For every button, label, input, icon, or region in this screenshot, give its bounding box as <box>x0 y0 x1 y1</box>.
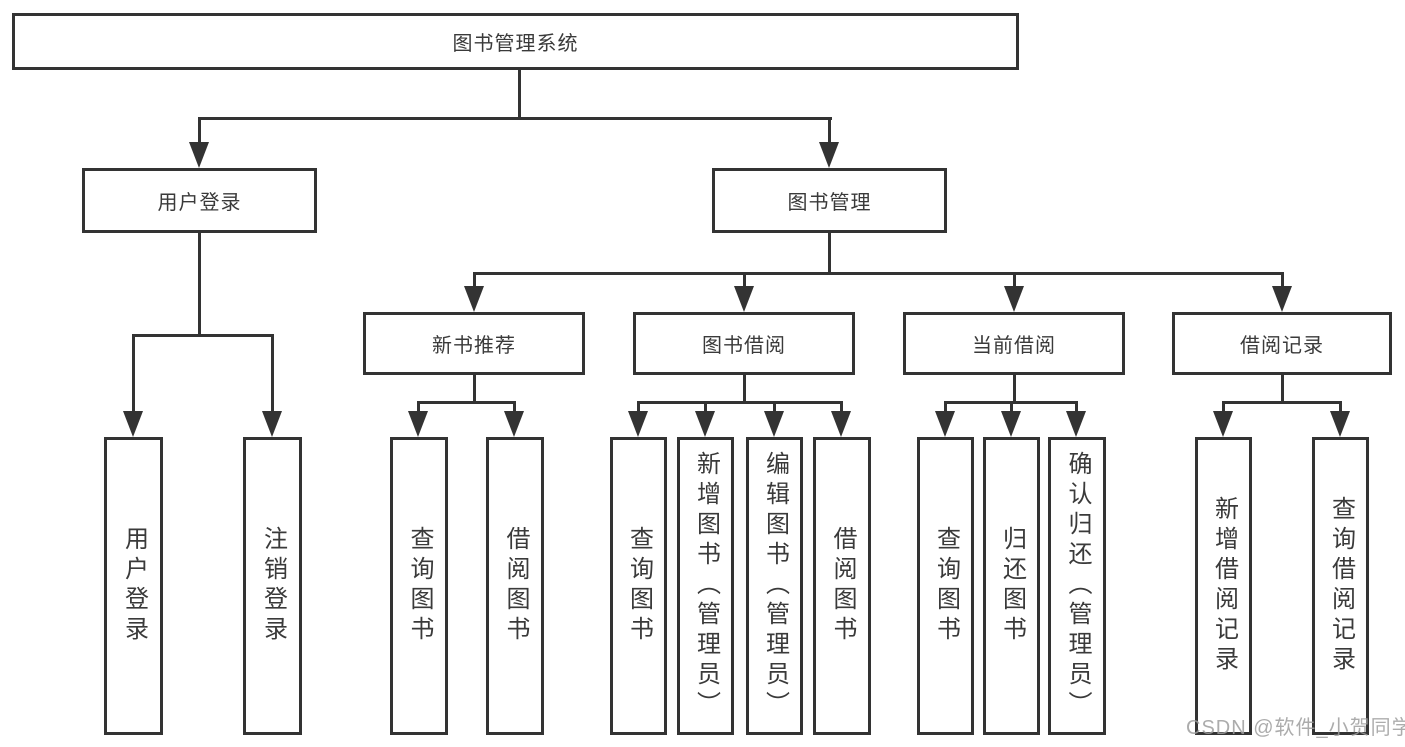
connector-vline <box>743 272 746 292</box>
node-book-management: 图书管理 <box>712 168 947 233</box>
arrow-down-icon <box>819 142 839 168</box>
leaf-label: 新增图书（管理员） <box>692 451 720 721</box>
leaf-edit-books-admin: 编辑图书（管理员） <box>746 437 803 735</box>
leaf-label: 借阅图书 <box>829 526 856 646</box>
arrow-down-icon <box>123 411 143 437</box>
connector-vline <box>473 375 476 404</box>
arrow-down-icon <box>1272 286 1292 312</box>
arrow-down-icon <box>408 411 428 437</box>
connector-vline <box>132 334 135 413</box>
leaf-return-books: 归还图书 <box>983 437 1040 735</box>
connector-vline <box>944 401 947 415</box>
connector-vline <box>1013 375 1016 404</box>
arrow-down-icon <box>189 142 209 168</box>
connector-hline <box>637 401 842 404</box>
connector-hline <box>1222 401 1341 404</box>
arrow-down-icon <box>831 411 851 437</box>
arrow-down-icon <box>695 411 715 437</box>
node-label: 图书管理 <box>787 192 872 214</box>
leaf-label: 借阅图书 <box>502 526 529 646</box>
connector-vline <box>518 70 521 120</box>
leaf-label: 查询图书 <box>932 526 960 646</box>
connector-hline <box>198 117 832 120</box>
connector-vline <box>271 334 274 413</box>
arrow-down-icon <box>935 411 955 437</box>
arrow-down-icon <box>1330 411 1350 437</box>
node-label: 图书借阅 <box>702 335 786 357</box>
arrow-down-icon <box>628 411 648 437</box>
connector-vline <box>417 401 420 415</box>
node-label: 用户登录 <box>157 192 242 214</box>
connector-vline <box>1013 272 1016 292</box>
leaf-logout: 注销登录 <box>243 437 302 735</box>
leaf-label: 注销登录 <box>259 526 287 646</box>
leaf-label: 新增借阅记录 <box>1210 496 1238 676</box>
node-current-borrowing: 当前借阅 <box>903 312 1125 375</box>
connector-vline <box>1010 401 1013 415</box>
connector-vline <box>1281 375 1284 404</box>
connector-vline <box>637 401 640 415</box>
leaf-label: 查询图书 <box>625 526 653 646</box>
node-label: 新书推荐 <box>432 335 516 357</box>
arrow-down-icon <box>1213 411 1233 437</box>
connector-vline <box>198 117 201 149</box>
connector-vline <box>840 401 843 415</box>
leaf-label: 编辑图书（管理员） <box>761 451 789 721</box>
node-root-label: 图书管理系统 <box>452 33 579 55</box>
watermark: CSDN @软件_小贺同学 <box>1186 717 1405 739</box>
leaf-label: 用户登录 <box>120 526 148 646</box>
leaf-add-borrow-record: 新增借阅记录 <box>1195 437 1252 735</box>
connector-vline <box>1281 272 1284 292</box>
connector-vline <box>473 272 476 292</box>
connector-vline <box>704 401 707 415</box>
leaf-borrow-books-recommend: 借阅图书 <box>486 437 544 735</box>
arrow-down-icon <box>504 411 524 437</box>
leaf-user-login: 用户登录 <box>104 437 163 735</box>
arrow-down-icon <box>262 411 282 437</box>
leaf-confirm-return-admin: 确认归还（管理员） <box>1048 437 1106 735</box>
arrow-down-icon <box>1001 411 1021 437</box>
arrow-down-icon <box>1004 286 1024 312</box>
connector-hline <box>473 272 1283 275</box>
connector-vline <box>198 233 201 337</box>
leaf-label: 查询图书 <box>406 526 433 646</box>
connector-hline <box>417 401 516 404</box>
leaf-label: 查询借阅记录 <box>1327 496 1355 676</box>
connector-vline <box>773 401 776 415</box>
node-borrowing-records: 借阅记录 <box>1172 312 1392 375</box>
node-label: 当前借阅 <box>972 335 1056 357</box>
connector-vline <box>1339 401 1342 415</box>
connector-vline <box>1222 401 1225 415</box>
node-user-login: 用户登录 <box>82 168 317 233</box>
connector-vline <box>743 375 746 404</box>
leaf-query-books-borrowing: 查询图书 <box>610 437 667 735</box>
arrow-down-icon <box>734 286 754 312</box>
leaf-label: 确认归还（管理员） <box>1064 451 1091 721</box>
leaf-query-books-current: 查询图书 <box>917 437 974 735</box>
node-new-book-recommend: 新书推荐 <box>363 312 585 375</box>
arrow-down-icon <box>764 411 784 437</box>
connector-hline <box>132 334 274 337</box>
arrow-down-icon <box>1066 411 1086 437</box>
node-book-borrowing: 图书借阅 <box>633 312 855 375</box>
arrow-down-icon <box>464 286 484 312</box>
node-root-system: 图书管理系统 <box>12 13 1019 70</box>
leaf-query-borrow-record: 查询借阅记录 <box>1312 437 1369 735</box>
leaf-query-books-recommend: 查询图书 <box>390 437 448 735</box>
connector-vline <box>1075 401 1078 415</box>
connector-vline <box>828 233 831 275</box>
leaf-borrow-books: 借阅图书 <box>813 437 871 735</box>
leaf-add-books-admin: 新增图书（管理员） <box>677 437 734 735</box>
leaf-label: 归还图书 <box>998 526 1026 646</box>
node-label: 借阅记录 <box>1240 335 1324 357</box>
connector-vline <box>828 117 831 149</box>
connector-vline <box>513 401 516 415</box>
